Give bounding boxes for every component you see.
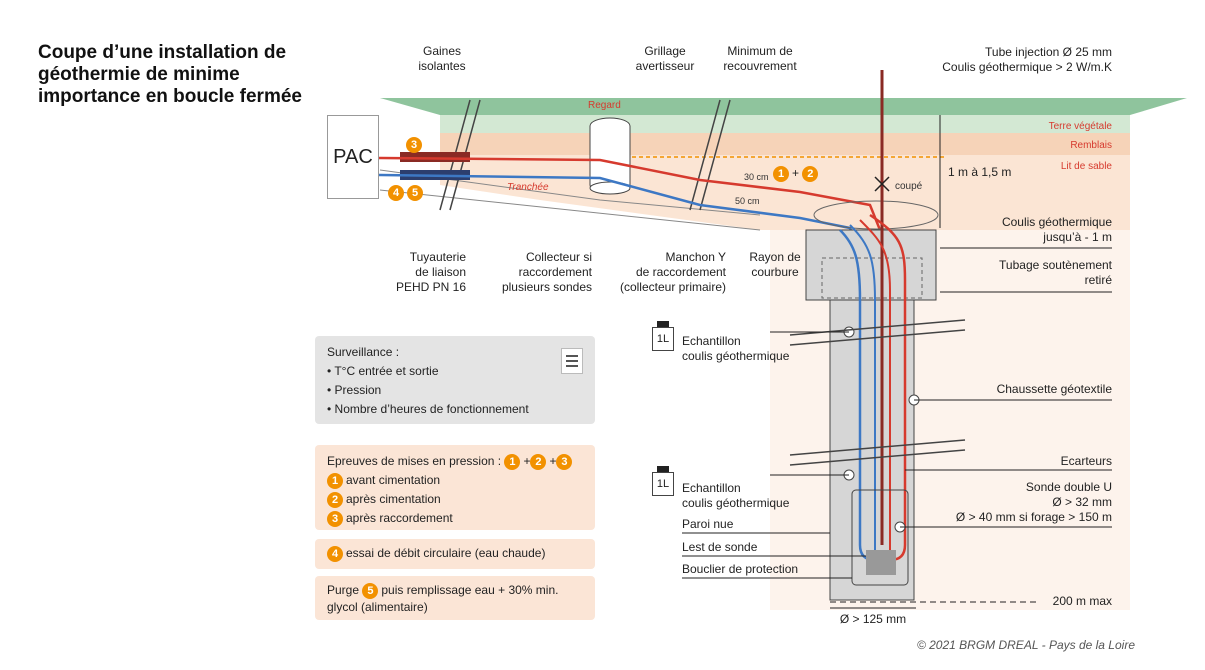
profondeur-label: 1 m à 1,5 m <box>948 165 1012 179</box>
tubage-label-a: Tubage soutènement <box>999 258 1112 272</box>
sonde-label-a: Sonde double U <box>1025 480 1112 494</box>
sonde-label-b: Ø > 32 mm <box>1052 495 1112 509</box>
u-loop-red <box>869 213 907 562</box>
gaines-label: Gaines isolantes <box>418 44 466 73</box>
essai-text: essai de débit circulaire (eau chaude) <box>346 546 546 560</box>
manchon-label-b: de raccordement <box>635 265 726 279</box>
max-depth-label: 200 m max <box>1052 594 1112 608</box>
document-icon <box>561 348 583 374</box>
surveillance-item: • Pression <box>327 383 382 397</box>
copyright: © 2021 BRGM DREAL - Pays de la Loire <box>916 638 1135 652</box>
hot-pipe <box>377 156 882 231</box>
grillage-label: Grillage avertisseur <box>635 44 695 73</box>
cm30-label: 30 cm <box>744 172 769 182</box>
badge-3: 3 <box>406 136 425 154</box>
manchon-label-c: (collecteur primaire) <box>619 280 726 294</box>
borehole-casing <box>805 229 937 301</box>
surveillance-item: • Nombre d’heures de fonctionnement <box>327 402 529 416</box>
ecarteurs-label: Ecarteurs <box>1060 454 1112 468</box>
coupe-label: coupé <box>895 181 923 192</box>
cm50-label: 50 cm <box>735 196 760 206</box>
echantillon-1-b: coulis géothermique <box>682 349 790 363</box>
lest-label: Lest de sonde <box>682 540 758 554</box>
regard-label: Regard <box>588 100 621 111</box>
terre-vegetale-label: Terre végétale <box>1048 121 1112 132</box>
coulis-1m-label-a: Coulis géothermique <box>1001 215 1112 229</box>
remblais-label: Remblais <box>1070 140 1112 151</box>
echantillon-2-b: coulis géothermique <box>682 496 790 510</box>
insulated-sleeve <box>400 152 470 162</box>
tranchee-label: Tranchée <box>507 182 549 193</box>
tuyauterie-label-c: PEHD PN 16 <box>395 280 466 294</box>
manchon-label-a: Manchon Y <box>665 250 727 264</box>
collecteur-label-a: Collecteur si <box>525 250 592 264</box>
tube-injection-label: Tube injection Ø 25 mm <box>985 45 1112 59</box>
page-title: Coupe d’une installation de géothermie d… <box>38 42 302 107</box>
chaussette-label: Chaussette géotextile <box>996 382 1112 396</box>
paroi-label: Paroi nue <box>682 517 734 531</box>
tubage-label-b: retiré <box>1084 273 1112 287</box>
coulis-cond-label: Coulis géothermique > 2 W/m.K <box>942 60 1112 74</box>
rayon-label-b: courbure <box>751 265 799 279</box>
lit-sable-label: Lit de sable <box>1060 161 1112 172</box>
cut-mark <box>874 176 890 192</box>
surveillance-title: Surveillance : <box>327 345 400 359</box>
recouvrement-label: Minimum de recouvrement <box>723 44 797 73</box>
tuyauterie-label-b: de liaison <box>415 265 466 279</box>
echantillon-1-a: Echantillon <box>682 334 741 348</box>
rayon-label-a: Rayon de <box>749 250 801 264</box>
surveillance-item: • T°C entrée et sortie <box>327 364 439 378</box>
probe-weight <box>866 550 896 575</box>
bouclier-label: Bouclier de protection <box>682 562 799 576</box>
collecteur-label-c: plusieurs sondes <box>501 280 592 294</box>
sample-bottle-2: 1L <box>652 472 674 496</box>
sonde-label-c: Ø > 40 mm si forage > 150 m <box>955 510 1112 524</box>
badge-1-2: 1+ 2 <box>773 166 821 182</box>
surveillance-box: Surveillance : • T°C entrée et sortie • … <box>315 336 595 424</box>
epreuves-title: Epreuves de mises en pression : 1+2+3 <box>327 452 583 471</box>
grass-layer <box>380 98 1187 115</box>
echantillon-2-a: Echantillon <box>682 481 741 495</box>
protection-shield <box>851 489 909 586</box>
sample-bottle-1: 1L <box>652 327 674 351</box>
purge-line-2: glycol (alimentaire) <box>327 599 428 614</box>
collecteur-label-b: raccordement <box>518 265 592 279</box>
pac-unit: PAC <box>327 115 379 199</box>
coulis-1m-label-b: jusqu’à - 1 m <box>1043 230 1112 244</box>
diametre-label: Ø > 125 mm <box>839 612 907 626</box>
tuyauterie-label-a: Tuyauterie <box>409 250 466 264</box>
